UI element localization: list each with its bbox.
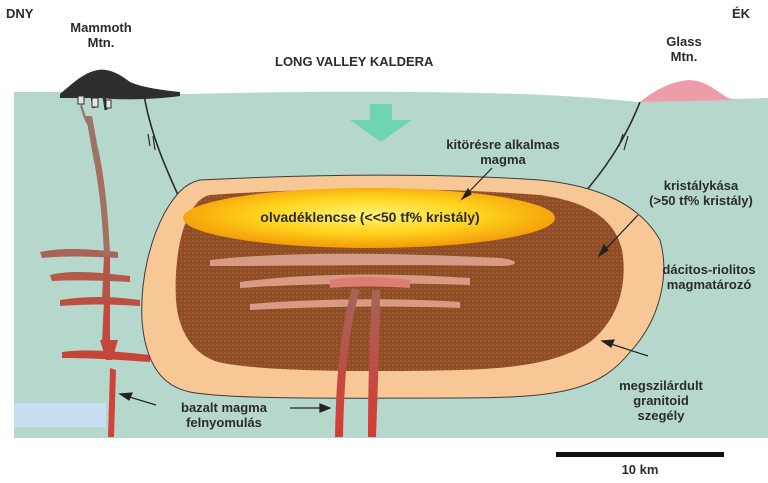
scale-bar (556, 452, 724, 457)
mammoth-label: Mammoth Mtn. (56, 20, 146, 50)
rim-line2: granitoid (606, 393, 716, 408)
crystal-mush-line1: kristálykása (632, 178, 768, 193)
direction-right-label: ÉK (732, 6, 750, 21)
basalt-line2: felnyomulás (160, 415, 288, 430)
glass-label: Glass Mtn. (644, 34, 724, 64)
rim-line3: szegély (606, 408, 716, 423)
glass-mtn-dome (640, 80, 736, 102)
crystal-mush-line2: (>50 tf% kristály) (632, 193, 768, 208)
eruptible-line2: magma (428, 152, 578, 167)
caldera-title: LONG VALLEY KALDERA (275, 54, 433, 69)
scale-label: 10 km (600, 462, 680, 477)
basalt-line1: bazalt magma (160, 400, 288, 415)
mammoth-label-line1: Mammoth (56, 20, 146, 35)
reservoir-line2: magmatározó (648, 277, 768, 292)
rim-line1: megszilárdult (606, 378, 716, 393)
eruptible-line1: kitörésre alkalmas (428, 137, 578, 152)
glass-label-line2: Mtn. (644, 49, 724, 64)
granitoid-rim-label: megszilárdult granitoid szegély (606, 378, 716, 423)
reservoir-label: dácitos-riolitos magmatározó (648, 262, 768, 292)
eruptible-magma-label: kitörésre alkalmas magma (428, 137, 578, 167)
light-patch (14, 403, 106, 427)
mammoth-label-line2: Mtn. (56, 35, 146, 50)
melt-lens-label: olvadéklencse (<<50 tf% kristály) (230, 210, 510, 225)
direction-left-label: DNY (6, 6, 33, 21)
basalt-label: bazalt magma felnyomulás (160, 400, 288, 430)
reservoir-line1: dácitos-riolitos (648, 262, 768, 277)
glass-label-line1: Glass (644, 34, 724, 49)
crystal-mush-label: kristálykása (>50 tf% kristály) (632, 178, 768, 208)
